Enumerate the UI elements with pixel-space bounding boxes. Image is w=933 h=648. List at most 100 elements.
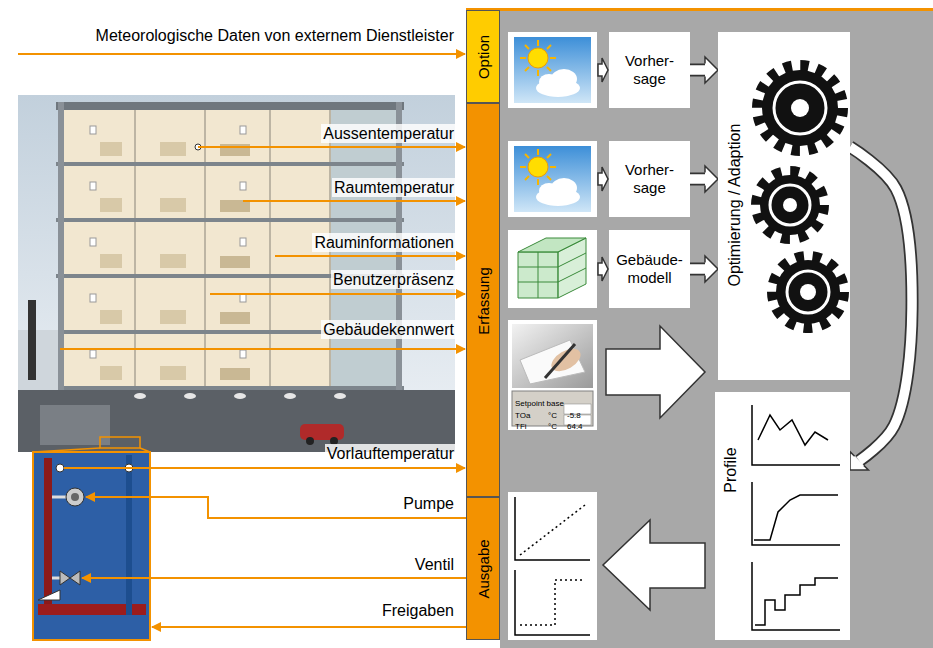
setpoint-panel bbox=[520, 340, 585, 384]
label-holder: Gebäudekennwert bbox=[321, 320, 456, 339]
setpoint-text: °C bbox=[548, 422, 557, 432]
building-illustration bbox=[28, 300, 36, 380]
flow-arrow bbox=[690, 264, 705, 274]
label-holder: Aussentemperatur bbox=[321, 124, 456, 143]
setpoint-text: °C bbox=[548, 411, 557, 421]
top-rule bbox=[466, 8, 933, 11]
output-chart bbox=[508, 492, 597, 640]
hydraulic-illustration bbox=[44, 458, 52, 610]
signal-line bbox=[82, 577, 466, 579]
profile-box: Profile bbox=[715, 392, 850, 640]
arrow-head bbox=[705, 57, 718, 83]
arrow-head bbox=[705, 166, 718, 192]
building-illustration bbox=[18, 330, 58, 390]
signal-line bbox=[18, 54, 466, 627]
node-text: Vorher- sage bbox=[612, 52, 687, 88]
hollow-arrow bbox=[603, 520, 705, 610]
signal-line bbox=[210, 293, 465, 295]
hollow-arrow bbox=[598, 58, 608, 82]
signal-line bbox=[60, 348, 465, 350]
node-text: Gebäude- modell bbox=[612, 251, 687, 287]
hydraulic-illustration bbox=[71, 493, 79, 501]
flow-arrow bbox=[690, 57, 718, 83]
hollow-arrow bbox=[598, 167, 608, 191]
signal-label: Freigaben bbox=[380, 601, 456, 620]
signal-line bbox=[275, 255, 465, 257]
setpoint-text: TFi bbox=[515, 422, 527, 432]
optimizer-box: Optimierung / Adaption bbox=[718, 32, 850, 380]
signal-label: Rauminformationen bbox=[312, 233, 456, 252]
weather-icon bbox=[508, 141, 597, 217]
label-holder: Setpoint base bbox=[515, 392, 564, 410]
node-text: Profile bbox=[721, 447, 740, 492]
flow-arrow bbox=[690, 166, 718, 192]
building-illustration bbox=[18, 390, 455, 452]
output-chart bbox=[520, 580, 585, 625]
node-text: Option bbox=[475, 35, 493, 79]
setpoint-panel bbox=[512, 324, 593, 388]
flow-arrow bbox=[850, 147, 912, 461]
hydraulic-illustration bbox=[52, 496, 66, 499]
building-illustration bbox=[184, 393, 196, 399]
signal-label: Raumtemperatur bbox=[332, 178, 456, 197]
flow-arrow bbox=[690, 263, 705, 276]
label-holder: -5.8 bbox=[567, 404, 581, 422]
flow-arrow bbox=[690, 65, 705, 75]
process-box: Vorher- sage bbox=[609, 141, 690, 217]
building-model-icon bbox=[518, 252, 586, 298]
hollow-arrow bbox=[606, 326, 705, 418]
signal-line bbox=[64, 467, 465, 469]
setpoint-panel bbox=[508, 320, 597, 430]
arrow-head bbox=[705, 57, 718, 83]
signal-line bbox=[152, 626, 466, 628]
signal-label: Pumpe bbox=[401, 494, 456, 513]
setpoint-panel bbox=[545, 344, 575, 378]
label-holder: Freigaben bbox=[380, 601, 456, 620]
arrow-head bbox=[705, 166, 718, 192]
building-illustration bbox=[56, 102, 404, 110]
arrow-head bbox=[850, 452, 868, 470]
signal-label: Benutzerpräsenz bbox=[331, 270, 456, 289]
building-illustration bbox=[284, 393, 296, 399]
signal-label: Gebäudekennwert bbox=[321, 320, 456, 339]
hydraulic-illustration bbox=[56, 464, 64, 472]
building-illustration bbox=[234, 393, 246, 399]
process-box: Vorher- sage bbox=[609, 32, 690, 108]
hollow-arrow bbox=[598, 257, 608, 281]
building-illustration bbox=[58, 102, 64, 390]
process-box: Gebäude- modell bbox=[609, 230, 690, 308]
output-chart bbox=[508, 492, 597, 640]
setpoint-panel bbox=[548, 344, 585, 376]
weather-icon bbox=[508, 32, 597, 108]
hydraulic-illustration bbox=[33, 452, 150, 640]
hydraulic-illustration bbox=[66, 488, 84, 506]
setpoint-text: 64.4 bbox=[567, 422, 583, 432]
flow-arrow bbox=[690, 174, 705, 184]
building-illustration bbox=[18, 95, 455, 452]
node-text: Vorher- sage bbox=[612, 161, 687, 197]
building-illustration bbox=[134, 393, 146, 399]
output-chart bbox=[520, 505, 585, 555]
label-holder: Benutzerpräsenz bbox=[331, 270, 456, 289]
stage-band: Ausgabe bbox=[466, 497, 500, 640]
label-holder: Meteorologische Daten von externem Diens… bbox=[94, 26, 456, 45]
signal-label: Vorlauftemperatur bbox=[325, 444, 456, 463]
hollow-arrow bbox=[598, 58, 705, 610]
hydraulic-illustration bbox=[52, 577, 60, 580]
building-model-icon bbox=[518, 238, 586, 252]
flow-arrow bbox=[690, 173, 705, 186]
node-text: Erfassung bbox=[475, 267, 493, 335]
label-holder: Rauminformationen bbox=[312, 233, 456, 252]
hydraulic-illustration bbox=[100, 437, 140, 448]
building-illustration bbox=[300, 424, 344, 440]
flow-arrow bbox=[690, 256, 718, 282]
arrow-head bbox=[850, 452, 868, 470]
building-illustration bbox=[306, 437, 314, 445]
building-illustration bbox=[334, 393, 346, 399]
setpoint-panel bbox=[512, 391, 593, 426]
building-model-icon bbox=[508, 230, 597, 308]
node-text: Optimierung / Adaption bbox=[725, 124, 744, 287]
